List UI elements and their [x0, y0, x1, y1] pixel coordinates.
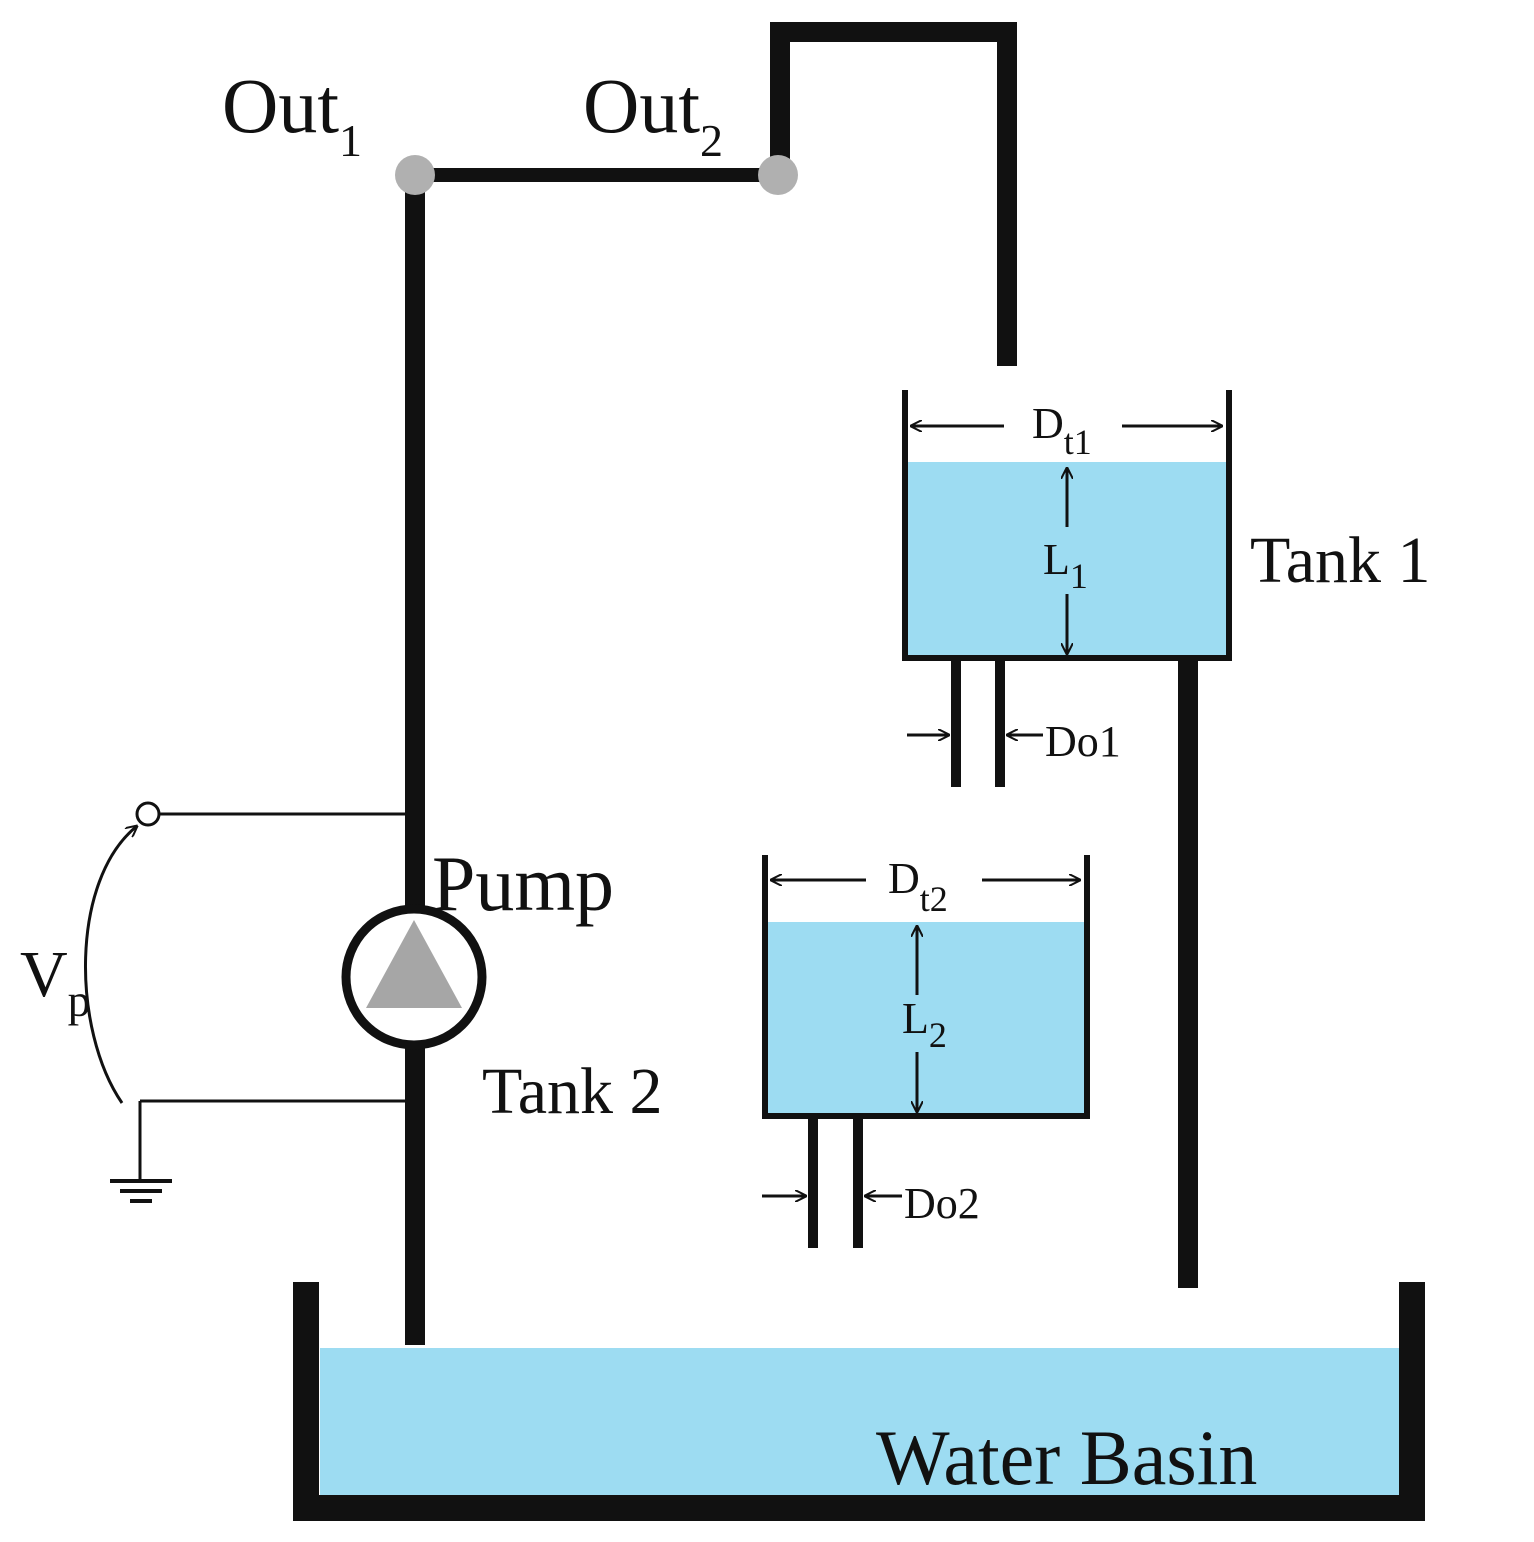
water-basin: Water Basin [293, 1282, 1425, 1521]
tank-2: Tank 2 [482, 855, 1090, 1248]
dt2-label: Dt2 [888, 854, 948, 919]
tank-2-label: Tank 2 [482, 1055, 663, 1128]
l2-label: L2 [902, 994, 947, 1055]
vp-label: Vp [20, 938, 91, 1026]
tank-1-dimensions [907, 426, 1222, 735]
water-basin-label: Water Basin [876, 1414, 1257, 1501]
pump: Pump [341, 840, 614, 1050]
tank-2-water [767, 922, 1085, 1116]
l1-label: L1 [1043, 535, 1088, 596]
tank-1-walls [902, 390, 1232, 661]
out1-junction [395, 155, 435, 195]
tank-1: Tank 1 [902, 390, 1431, 787]
basin-water [320, 1348, 1404, 1498]
pump-label: Pump [432, 840, 614, 927]
pump-triangle-icon [366, 920, 462, 1008]
pump-voltage-circuit [83, 801, 405, 1203]
out2-label: Out2 [583, 62, 723, 166]
basin-walls [293, 1282, 1425, 1521]
vp-terminal [135, 801, 161, 827]
tank-2-walls [762, 855, 1090, 1119]
tank-1-label: Tank 1 [1250, 524, 1431, 597]
do1-label: Do1 [1045, 717, 1121, 766]
tank-2-dimensions [762, 880, 1080, 1196]
pipes [405, 22, 1198, 1345]
vp-arc-arrow [83, 826, 137, 1104]
out2-junction [758, 155, 798, 195]
do2-label: Do2 [904, 1179, 980, 1228]
out2-supply-pipe [770, 22, 1017, 366]
dt1-label: Dt1 [1032, 399, 1092, 462]
out1-label: Out1 [222, 62, 362, 166]
